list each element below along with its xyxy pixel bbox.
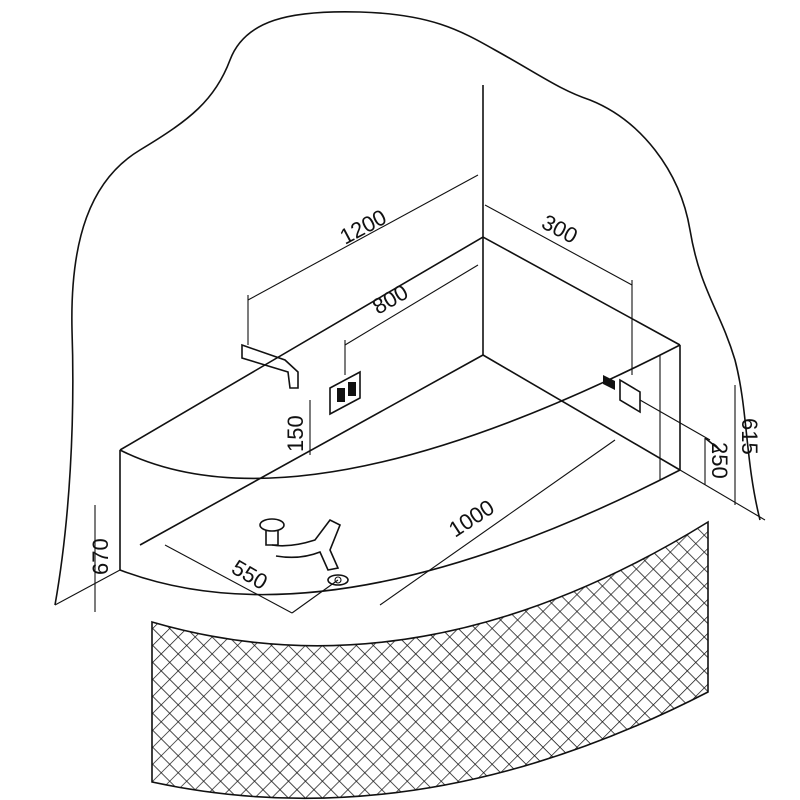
dim-800: 800: [368, 279, 412, 319]
dimension-lines: [54, 174, 766, 614]
dim-1000: 1000: [444, 495, 499, 543]
front-panel-mesh: [151, 520, 709, 800]
dim-300: 300: [538, 209, 582, 248]
dim-150: 150: [283, 415, 308, 452]
spout-icon: [241, 343, 299, 389]
bathtub-body: [119, 236, 681, 596]
dim-250: 250: [707, 442, 732, 479]
dim-550: 550: [228, 555, 272, 595]
dim-1200: 1200: [336, 204, 391, 249]
wall-outline: [54, 10, 761, 606]
tap-controls-icon: [329, 370, 361, 416]
drain-icon: [259, 518, 349, 586]
dim-615: 615: [737, 418, 762, 455]
side-control-icon: [603, 375, 722, 453]
dim-670: 670: [88, 538, 113, 575]
